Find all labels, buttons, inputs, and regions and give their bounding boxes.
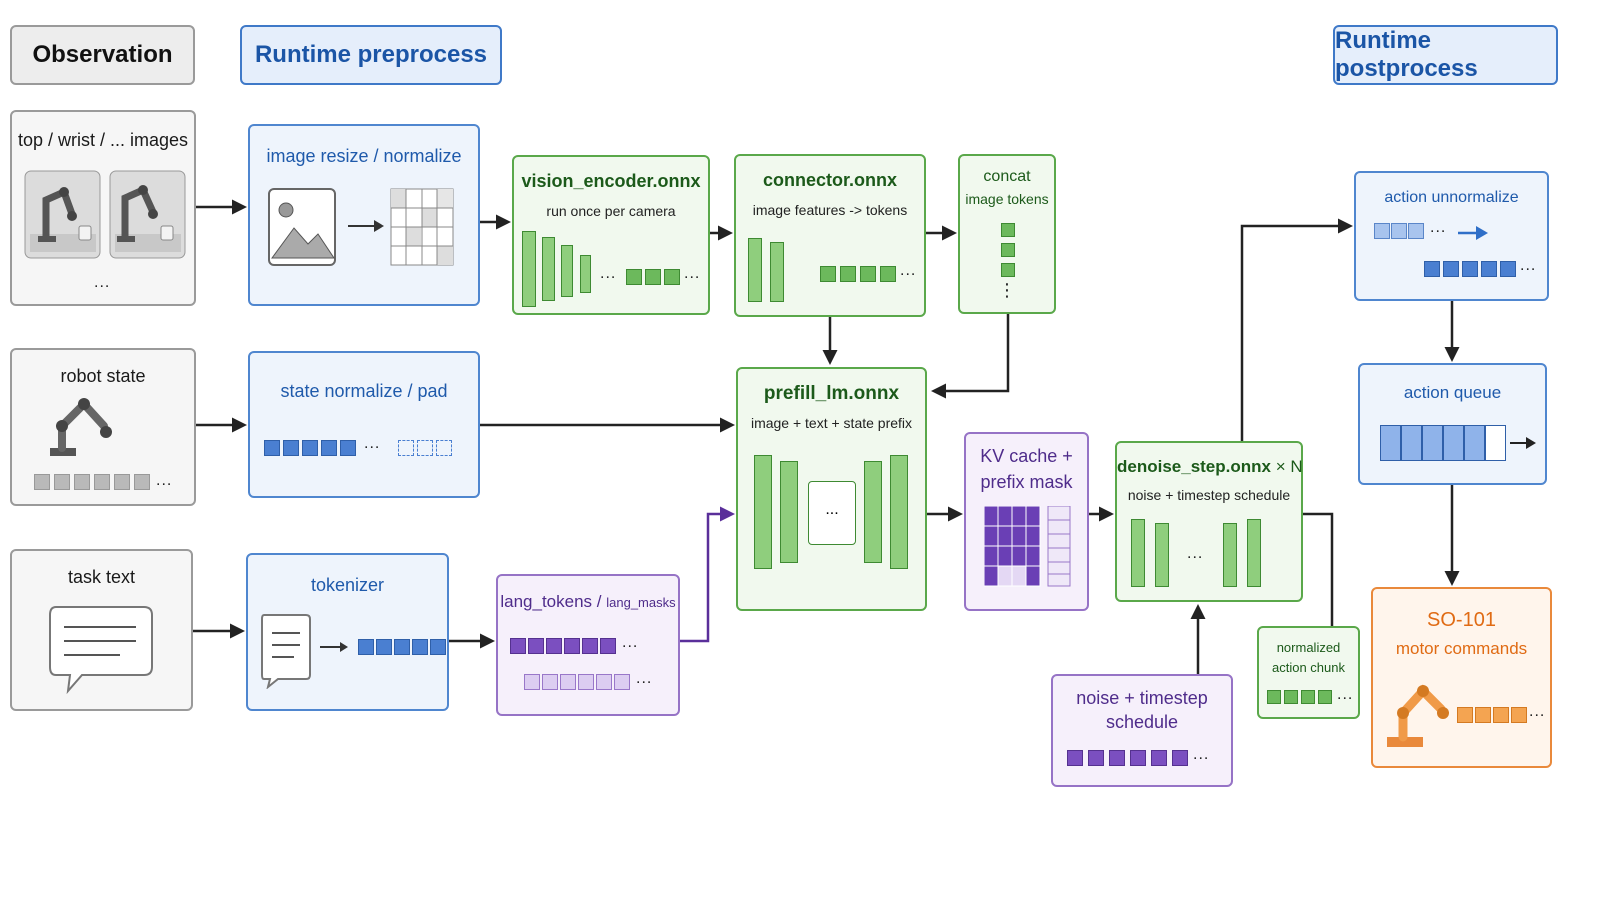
connector-more: ... bbox=[900, 262, 917, 279]
arrow-concat-to-prefill bbox=[931, 314, 1010, 399]
line-denoise-to-chunk bbox=[1303, 512, 1334, 626]
grid-icon bbox=[390, 188, 454, 266]
prefill-subtitle: image + text + state prefix bbox=[750, 415, 913, 431]
action-unnormalize-more: ... bbox=[1430, 219, 1447, 236]
vision-encoder-title: vision_encoder.onnx bbox=[521, 171, 701, 191]
connector-node: connector.onnx image features -> tokens … bbox=[734, 154, 926, 317]
connector-title: connector.onnx bbox=[762, 170, 897, 190]
noise-schedule-node: noise + timestep schedule ... bbox=[1051, 674, 1233, 787]
robot-state-more: ... bbox=[156, 472, 173, 489]
denoise-title-main: denoise_step.onnx bbox=[1117, 457, 1271, 476]
preprocess-header: Runtime preprocess bbox=[240, 25, 502, 85]
lang-tokens-title-main: lang_tokens bbox=[500, 592, 593, 611]
kv-cache-node: KV cache + prefix mask bbox=[964, 432, 1089, 611]
kv-cache-title-line1: KV cache + bbox=[980, 446, 1073, 466]
robot-arm-icon bbox=[50, 398, 112, 456]
arrow-right-icon bbox=[348, 220, 384, 232]
action-unnormalize-title: action unnormalize bbox=[1384, 189, 1519, 206]
arrow-right-icon bbox=[1510, 437, 1536, 449]
concat-title-line2: image tokens bbox=[965, 191, 1049, 207]
action-unnormalize-more2: ... bbox=[1520, 257, 1537, 274]
vision-encoder-more: ... bbox=[600, 265, 617, 282]
action-queue-node: action queue bbox=[1358, 363, 1547, 485]
motor-commands-node: SO-101 motor commands ... bbox=[1371, 587, 1552, 768]
tokenizer-node: tokenizer bbox=[246, 553, 449, 711]
arrow-right-icon bbox=[1458, 226, 1488, 240]
state-normalize-title: state normalize / pad bbox=[280, 381, 448, 401]
images-more: ... bbox=[94, 274, 111, 291]
normalized-chunk-node: normalized action chunk ... bbox=[1257, 626, 1360, 719]
state-normalize-more: ... bbox=[364, 435, 381, 452]
state-normalize-node: state normalize / pad ... bbox=[248, 351, 480, 498]
postprocess-header-label: Runtime postprocess bbox=[1335, 27, 1478, 82]
chat-bubble-icon bbox=[49, 606, 153, 695]
postprocess-header: Runtime postprocess bbox=[1333, 25, 1558, 85]
preprocess-header-label: Runtime preprocess bbox=[254, 41, 488, 68]
vision-encoder-subtitle: run once per camera bbox=[546, 203, 676, 219]
denoise-title: denoise_step.onnx × N bbox=[1117, 457, 1303, 477]
lang-tokens-node: lang_tokens / lang_masks ... ... bbox=[496, 574, 680, 716]
robot-state-node: robot state ... bbox=[10, 348, 196, 506]
kv-mask-grid bbox=[984, 506, 1071, 587]
noise-schedule-title-line1: noise + timestep bbox=[1076, 688, 1208, 708]
concat-title-line1: concat bbox=[983, 168, 1031, 185]
image-resize-title: image resize / normalize bbox=[266, 146, 462, 166]
motor-commands-title-line2: motor commands bbox=[1395, 639, 1528, 658]
connector-subtitle: image features -> tokens bbox=[752, 202, 908, 218]
images-node: top / wrist / ... images ... bbox=[10, 110, 196, 306]
prefill-lm-node: prefill_lm.onnx image + text + state pre… bbox=[736, 367, 927, 611]
image-icon bbox=[268, 188, 336, 266]
noise-schedule-more: ... bbox=[1193, 746, 1210, 763]
denoise-title-suffix: × N bbox=[1275, 457, 1303, 476]
lang-tokens-more: ... bbox=[622, 634, 639, 651]
prefill-title: prefill_lm.onnx bbox=[763, 383, 900, 404]
arrow-denoise-to-unnormalize bbox=[1240, 218, 1353, 441]
normalized-chunk-title-line2: action chunk bbox=[1272, 660, 1345, 675]
robot-arm-icon bbox=[109, 170, 186, 259]
arrow-lang-to-prefill bbox=[680, 506, 735, 643]
task-text-title: task text bbox=[67, 567, 136, 587]
task-text-node: task text bbox=[10, 549, 193, 711]
normalized-chunk-more: ... bbox=[1337, 686, 1354, 703]
denoise-more: ... bbox=[1187, 545, 1204, 562]
motor-commands-title-line1: SO-101 bbox=[1427, 609, 1496, 631]
concat-node: concat image tokens ⋮ bbox=[958, 154, 1056, 314]
arrow-right-icon bbox=[320, 642, 348, 652]
document-icon bbox=[261, 614, 311, 689]
motor-commands-more: ... bbox=[1529, 703, 1546, 720]
lang-tokens-title: lang_tokens / lang_masks bbox=[498, 592, 678, 612]
robot-arm-icon bbox=[24, 170, 101, 259]
vision-encoder-node: vision_encoder.onnx run once per camera … bbox=[512, 155, 710, 315]
denoise-step-node: denoise_step.onnx × N noise + timestep s… bbox=[1115, 441, 1303, 602]
noise-schedule-title-line2: schedule bbox=[1105, 712, 1179, 732]
normalized-chunk-title-line1: normalized bbox=[1276, 640, 1341, 655]
action-unnormalize-node: action unnormalize ... ... bbox=[1354, 171, 1549, 301]
images-title: top / wrist / ... images bbox=[17, 130, 189, 150]
kv-cache-title-line2: prefix mask bbox=[980, 472, 1073, 492]
lang-tokens-title-sep: / bbox=[596, 592, 602, 611]
robot-state-title: robot state bbox=[60, 366, 146, 386]
tokenizer-title: tokenizer bbox=[310, 575, 385, 595]
image-resize-node: image resize / normalize bbox=[248, 124, 480, 306]
observation-header: Observation bbox=[10, 25, 195, 85]
concat-more: ⋮ bbox=[998, 280, 1016, 300]
lang-tokens-title-small: lang_masks bbox=[606, 595, 676, 610]
robot-arm-icon bbox=[1387, 684, 1449, 747]
queue-bar bbox=[1380, 425, 1506, 461]
vision-encoder-more2: ... bbox=[684, 265, 701, 282]
denoise-subtitle: noise + timestep schedule bbox=[1127, 487, 1291, 503]
action-queue-title: action queue bbox=[1403, 383, 1502, 402]
prefill-more: ... bbox=[808, 481, 856, 545]
observation-header-label: Observation bbox=[32, 41, 173, 68]
